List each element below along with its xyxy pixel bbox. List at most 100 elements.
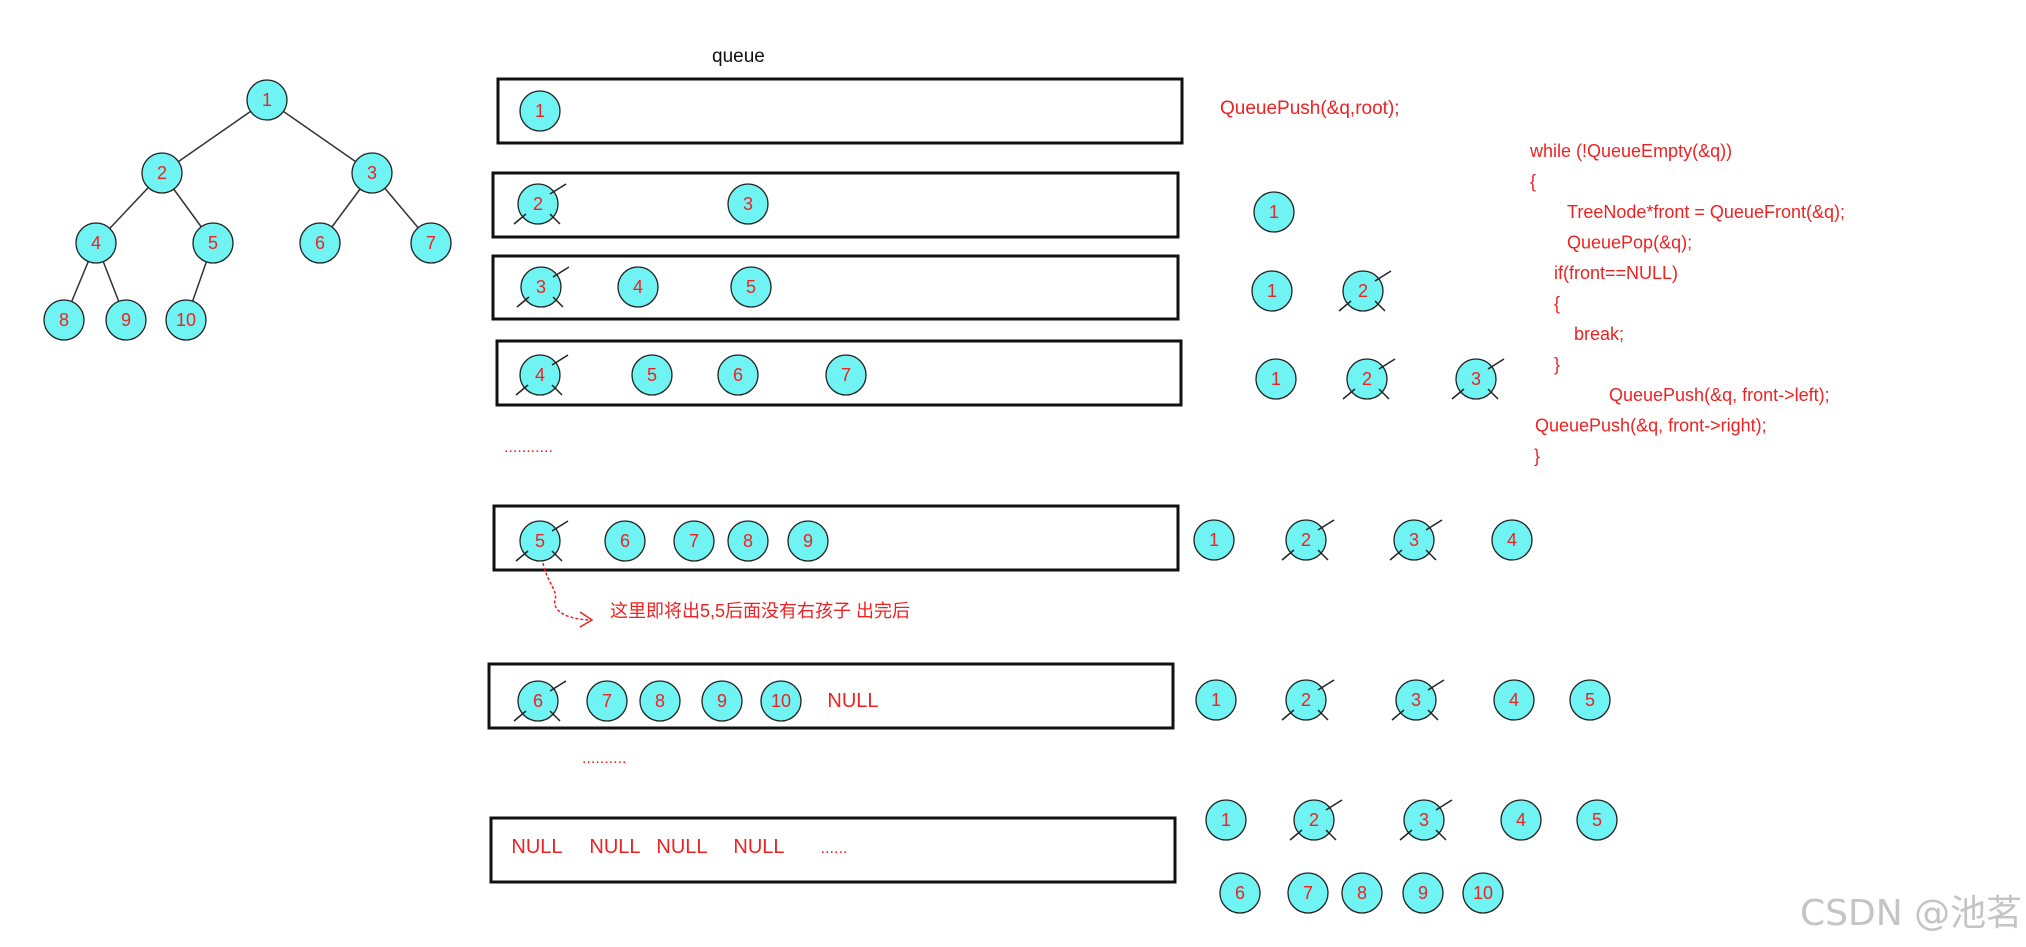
popped-node-6-circle [1219, 872, 1261, 914]
queue-node-9-circle [787, 520, 829, 562]
tree-edge [161, 99, 268, 174]
popped-node-6: 6 [1219, 872, 1261, 914]
code-block: while (!QueueEmpty(&q)){TreeNode*front =… [1529, 141, 1845, 466]
popped-node-3-label: 3 [1471, 369, 1481, 389]
dequeue-mark [515, 354, 569, 396]
popped-node-4-label: 4 [1509, 690, 1519, 710]
queue-node-6-circle [604, 520, 646, 562]
popped-node-3-circle [1395, 679, 1437, 721]
queue-node-6-label: 6 [533, 691, 543, 711]
popped-node-9-label: 9 [1418, 883, 1428, 903]
queue-node-1-label: 1 [535, 101, 545, 121]
popped-node-9-circle [1402, 872, 1444, 914]
tree-node-1: 1 [246, 79, 288, 121]
popped-node-1-circle [1253, 191, 1295, 233]
queue-null: NULL [827, 690, 878, 712]
popped-node-1-circle [1255, 358, 1297, 400]
queue-node-5-label: 5 [535, 531, 545, 551]
queue-node-5-label: 5 [647, 365, 657, 385]
tree-node-5-circle [192, 222, 234, 264]
tree-node-6-circle [299, 222, 341, 264]
queue-node-4-circle [617, 266, 659, 308]
tree-node-5: 5 [192, 222, 234, 264]
popped-node-2: 2 [1346, 358, 1388, 400]
queue-node-7-label: 7 [602, 691, 612, 711]
popped-node-1-circle [1251, 270, 1293, 312]
popped-node-5: 5 [1576, 799, 1618, 841]
popped-node-4-circle [1491, 519, 1533, 561]
tree-node-6: 6 [299, 222, 341, 264]
queue-node-6-label: 6 [733, 365, 743, 385]
queue-node-4: 4 [617, 266, 659, 308]
tree-node-4-circle [75, 222, 117, 264]
popped-node-4-circle [1493, 679, 1535, 721]
popped-node-1-circle [1205, 799, 1247, 841]
queue-node-8-circle [727, 520, 769, 562]
queue-node-6-label: 6 [620, 531, 630, 551]
tree-node-2-circle [141, 152, 183, 194]
popped-node-2-circle [1342, 270, 1384, 312]
popped-node-4: 4 [1491, 519, 1533, 561]
popped-node-4-label: 4 [1516, 810, 1526, 830]
tree-node-10-circle [165, 299, 207, 341]
popped-node-2-circle [1293, 799, 1335, 841]
queue-node-4: 4 [519, 354, 561, 396]
queue-node-8-label: 8 [743, 531, 753, 551]
queue-node-5-circle [631, 354, 673, 396]
queue-node-10-label: 10 [771, 691, 791, 711]
dequeue-mark [516, 266, 570, 308]
tree-node-7: 7 [410, 222, 452, 264]
popped-node-5-label: 5 [1592, 810, 1602, 830]
queue-node-6-circle [717, 354, 759, 396]
annotation-arrowhead [579, 611, 594, 628]
popped-node-2: 2 [1285, 519, 1327, 561]
popped-node-1: 1 [1251, 270, 1293, 312]
popped-node-3-circle [1455, 358, 1497, 400]
popped-node-2-circle [1346, 358, 1388, 400]
queue-node-6: 6 [517, 680, 559, 722]
queue-node-3-circle [727, 183, 769, 225]
queue-node-9-circle [701, 680, 743, 722]
queue-node-6-circle [517, 680, 559, 722]
queue-node-4-label: 4 [633, 277, 643, 297]
tree-node-7-label: 7 [426, 233, 436, 253]
popped-node-3: 3 [1403, 799, 1445, 841]
code-line: QueuePop(&q); [1567, 233, 1692, 253]
tree-node-5-label: 5 [208, 233, 218, 253]
tree-node-8-circle [43, 299, 85, 341]
queue-node-7: 7 [586, 680, 628, 722]
popped-node-1-label: 1 [1271, 369, 1281, 389]
queue-node-5: 5 [519, 520, 561, 562]
popped-node-6-label: 6 [1235, 883, 1245, 903]
queue-node-3: 3 [727, 183, 769, 225]
annotation-arrow [542, 562, 593, 621]
popped-node-2-circle [1285, 679, 1327, 721]
queue-node-7-label: 7 [689, 531, 699, 551]
watermark: CSDN @池茗 [1800, 893, 2022, 934]
dequeue-mark [513, 183, 567, 225]
queue-box-7 [489, 816, 1177, 884]
dequeue-mark [515, 520, 569, 562]
queue-node-9: 9 [787, 520, 829, 562]
queue-node-1-circle [519, 90, 561, 132]
popped-node-10: 10 [1462, 872, 1504, 914]
popped-node-3-label: 3 [1411, 690, 1421, 710]
code-line: break; [1574, 324, 1624, 344]
code-line: QueuePush(&q, front->right); [1535, 416, 1767, 436]
queue-node-7-circle [586, 680, 628, 722]
pop-mark [1281, 519, 1335, 561]
tree-edge [266, 99, 373, 174]
tree-node-8-label: 8 [59, 310, 69, 330]
queue-node-7: 7 [825, 354, 867, 396]
popped-node-2-label: 2 [1362, 369, 1372, 389]
queue-boxes [487, 77, 1184, 884]
popped-node-2-label: 2 [1358, 281, 1368, 301]
queue-node-10-circle [760, 680, 802, 722]
popped-node-7-label: 7 [1303, 883, 1313, 903]
popped-node-7-circle [1287, 872, 1329, 914]
queue-node-4-circle [519, 354, 561, 396]
tree-node-8: 8 [43, 299, 85, 341]
